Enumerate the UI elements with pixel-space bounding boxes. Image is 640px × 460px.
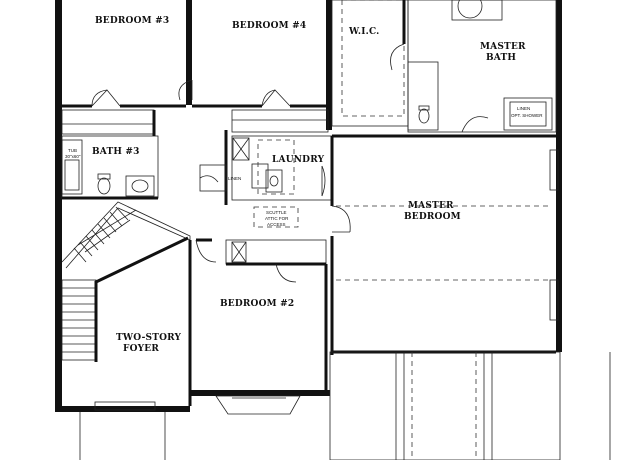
bedroom2-area: BEDROOM #2 (195, 238, 328, 415)
tub-label-2: 30"x60" (65, 154, 81, 159)
attic-access: SCUTTLE ATTIC FOR ACCESS (253, 206, 299, 228)
master-bath-label-2: BATH (486, 53, 516, 63)
stair-treads-lower (62, 287, 96, 353)
attic-label-3: ACCESS (267, 222, 286, 227)
bath3-label: BATH #3 (92, 147, 140, 157)
shower-label: OPT. SHOWER (511, 113, 543, 118)
bath3-area: BATH #3 TUB 30"x60" (61, 110, 159, 200)
exterior-walls (55, 0, 562, 412)
laundry-label: LAUNDRY (272, 155, 325, 165)
bedroom2-label: BEDROOM #2 (220, 299, 294, 309)
lower-right-structure (329, 351, 611, 460)
stairs (61, 201, 191, 362)
master-bedroom-area: MASTER BEDROOM (330, 134, 559, 355)
foyer-label-2: FOYER (123, 344, 159, 354)
stair-treads-upper (73, 206, 129, 263)
bedroom3-area: BEDROOM #3 (61, 16, 186, 135)
linen-bath-label: LINEN (517, 106, 530, 111)
master-bedroom-label-1: MASTER (408, 201, 454, 211)
master-bedroom-label-2: BEDROOM (404, 212, 461, 222)
foyer-label-1: TWO-STORY (116, 333, 182, 343)
foyer-area: TWO-STORY FOYER (79, 240, 192, 460)
master-bath-label-1: MASTER (480, 42, 526, 52)
linen-laundry-label: LINEN (228, 176, 241, 181)
bedroom3-label: BEDROOM #3 (95, 16, 169, 26)
bedroom4-label: BEDROOM #4 (232, 21, 306, 31)
attic-label-1: SCUTTLE (266, 210, 287, 215)
bedroom4-area: BEDROOM #4 (178, 21, 329, 133)
tub-label-1: TUB (68, 148, 77, 153)
attic-label-2: ATTIC FOR (265, 216, 289, 221)
wic-area: W.I.C. (331, 0, 409, 127)
master-bath-area: MASTER BATH LINEN OPT. SHOWER (407, 0, 557, 133)
wic-label: W.I.C. (348, 27, 380, 37)
laundry-area: LAUNDRY LINEN (199, 130, 333, 205)
